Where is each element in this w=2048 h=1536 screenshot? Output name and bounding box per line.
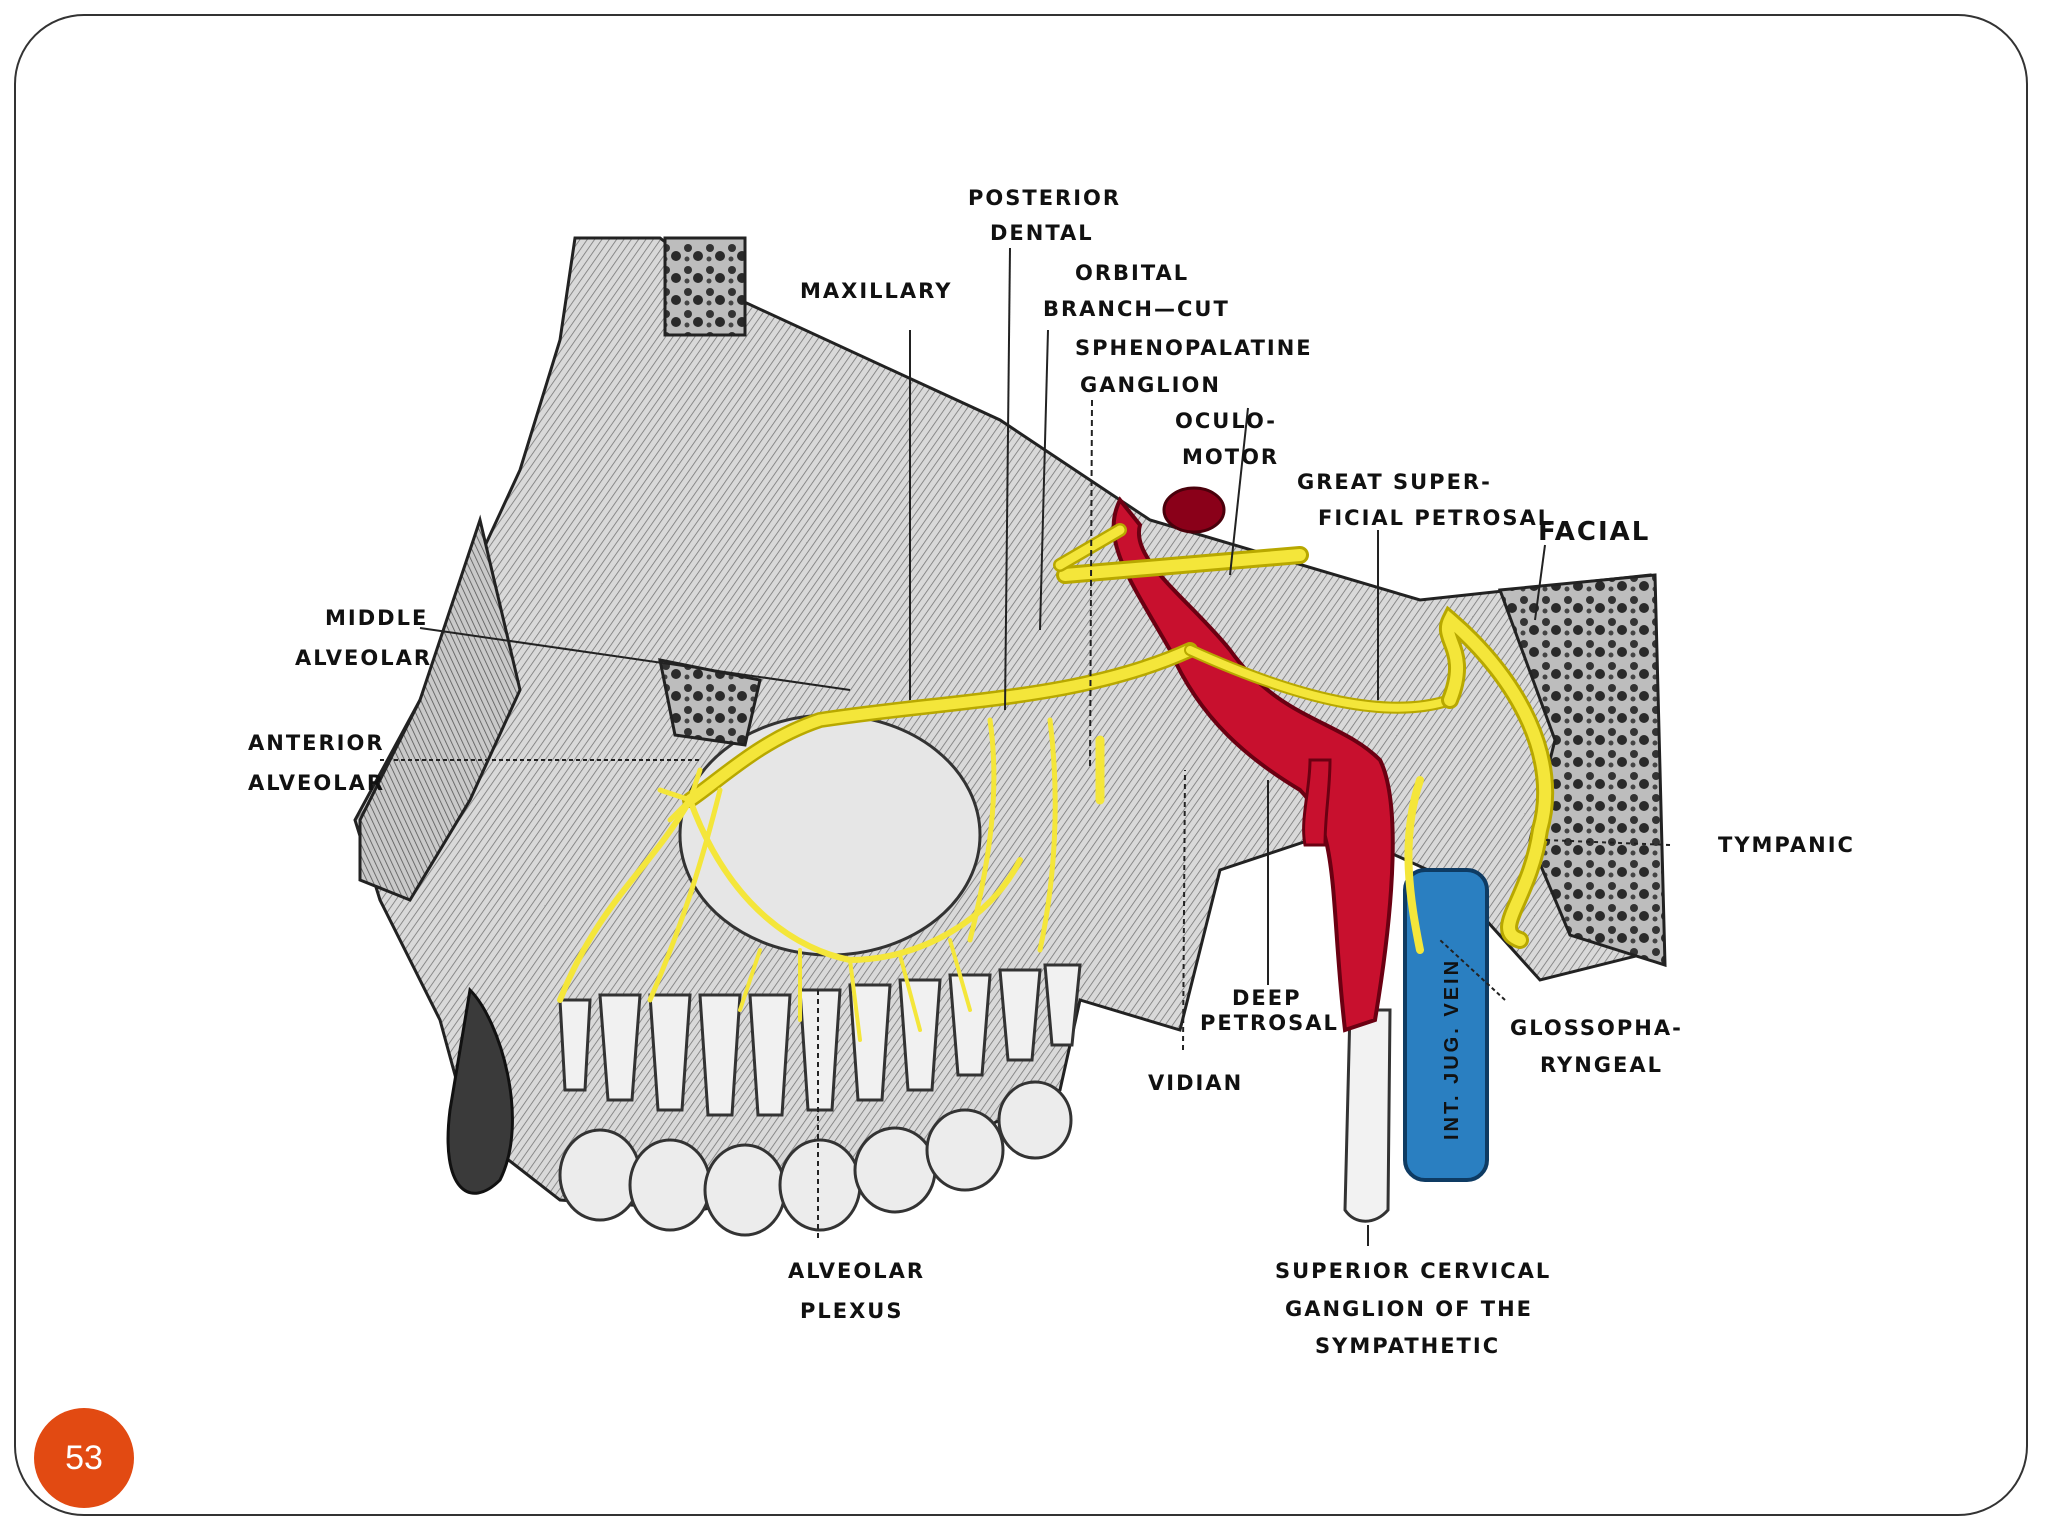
label-orbital-line2: BRANCH—CUT [1043, 297, 1230, 321]
skull-bone [353, 236, 1667, 1237]
label-int-jug-vein: INT. JUG. VEIN [1441, 958, 1463, 1140]
label-great-superficial-petrosal-line2: FICIAL PETROSAL [1318, 506, 1553, 530]
label-middle-alveolar-line2: ALVEOLAR [295, 646, 432, 670]
nerve-network [557, 523, 1555, 1042]
label-leader-lines [380, 247, 1671, 1246]
artery-cut-end [1162, 486, 1226, 534]
label-middle-alveolar-line1: MIDDLE [325, 606, 428, 630]
label-tympanic: TYMPANIC [1718, 833, 1855, 857]
label-posterior-dental-line2: DENTAL [990, 221, 1094, 245]
label-anterior-alveolar-line1: ANTERIOR [248, 731, 385, 755]
label-orbital-line1: ORBITAL [1075, 261, 1189, 285]
label-oculomotor-line1: OCULO- [1175, 409, 1277, 433]
label-alveolar-plexus-line1: ALVEOLAR [788, 1259, 925, 1283]
diagram-labels: POSTERIOR DENTAL MAXILLARY ORBITAL BRANC… [248, 186, 1855, 1358]
label-glossopharyngeal-line1: GLOSSOPHA- [1510, 1016, 1683, 1040]
label-posterior-dental-line1: POSTERIOR [968, 186, 1121, 210]
label-anterior-alveolar-line2: ALVEOLAR [248, 771, 385, 795]
artery-branch [1302, 758, 1332, 847]
label-great-superficial-petrosal-line1: GREAT SUPER- [1297, 470, 1492, 494]
label-superior-cervical-line2: GANGLION OF THE [1285, 1297, 1533, 1321]
page-number-badge: 53 [34, 1408, 134, 1508]
label-alveolar-plexus-line2: PLEXUS [800, 1299, 904, 1323]
label-deep-petrosal-line1: DEEP [1232, 986, 1302, 1010]
label-superior-cervical-line1: SUPERIOR CERVICAL [1275, 1259, 1551, 1283]
label-oculomotor-line2: MOTOR [1182, 445, 1279, 469]
label-sphenopalatine-line1: SPHENOPALATINE [1075, 336, 1313, 360]
label-deep-petrosal-line2: PETROSAL [1200, 1011, 1339, 1035]
label-superior-cervical-line3: SYMPATHETIC [1315, 1334, 1500, 1358]
internal-jugular-vein [1403, 868, 1489, 1182]
label-maxillary: MAXILLARY [800, 279, 952, 303]
label-facial: FACIAL [1538, 517, 1650, 547]
label-glossopharyngeal-line2: RYNGEAL [1540, 1053, 1663, 1077]
sympathetic-trunk [1343, 1008, 1392, 1223]
label-vidian: VIDIAN [1148, 1071, 1243, 1095]
label-sphenopalatine-line2: GANGLION [1080, 373, 1221, 397]
